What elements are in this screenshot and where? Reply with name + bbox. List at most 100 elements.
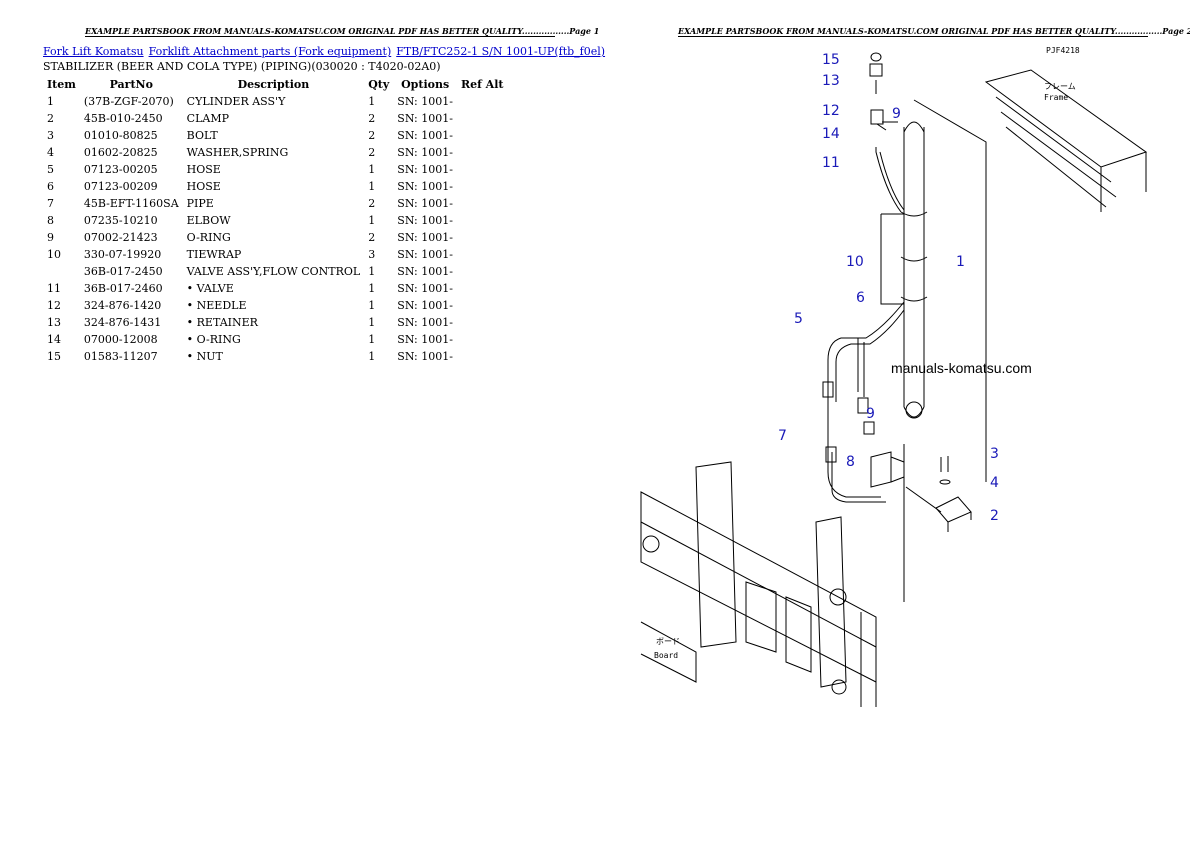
item-cell: 13	[47, 316, 61, 329]
qty-cell: 1	[368, 299, 376, 312]
page-2-header-rule	[678, 36, 1148, 37]
column-header-item: Item	[47, 78, 76, 91]
qty-cell: 2	[368, 146, 376, 159]
item-cell: 5	[47, 163, 54, 176]
partno-cell: 01583-11207	[83, 350, 158, 363]
qty-cell: 2	[368, 197, 376, 210]
column-header-description: Description	[237, 78, 310, 91]
item-cell: 1	[47, 95, 54, 108]
cylinder-body	[903, 127, 925, 407]
description-cell: ELBOW	[186, 214, 231, 227]
item-cell: 8	[47, 214, 54, 227]
description-cell: TIEWRAP	[186, 248, 242, 261]
qty-cell: 2	[368, 112, 376, 125]
ref-alt-cell	[457, 127, 508, 144]
qty-cell: 1	[368, 333, 376, 346]
qty-cell: 1	[368, 316, 376, 329]
item-cell: 15	[47, 350, 61, 363]
table-row: 2 45B-010-2450 CLAMP 2 SN: 1001-	[43, 110, 507, 127]
callout-15: 15	[822, 52, 840, 68]
column-header-ref-alt: Ref Alt	[460, 78, 504, 91]
exploded-parts-diagram: PJF4218 フレーム Frame ボード Board manuals-kom…	[640, 46, 1148, 707]
item-cell	[43, 263, 80, 280]
diagram-code: PJF4218	[1046, 46, 1080, 55]
options-cell: SN: 1001-	[397, 231, 453, 244]
callout-14: 14	[822, 126, 840, 142]
qty-cell: 2	[368, 231, 376, 244]
item-cell: 14	[47, 333, 61, 346]
callout-6: 6	[856, 290, 865, 306]
ref-alt-cell	[457, 178, 508, 195]
board-label: Board	[654, 651, 678, 660]
ref-alt-cell	[457, 110, 508, 127]
ref-alt-cell	[457, 331, 508, 348]
qty-cell: 3	[368, 248, 376, 261]
callout-9-lower: 9	[866, 406, 875, 422]
partno-cell: 01010-80825	[83, 129, 158, 142]
partno-cell: 07123-00209	[83, 180, 158, 193]
description-cell: CYLINDER ASS'Y	[186, 95, 286, 108]
description-cell: CLAMP	[186, 112, 229, 125]
callout-4: 4	[990, 475, 999, 491]
options-cell: SN: 1001-	[397, 333, 453, 346]
breadcrumb-link-fork-lift[interactable]: Fork Lift Komatsu	[43, 45, 144, 58]
description-cell: O-RING	[186, 231, 231, 244]
ref-alt-cell	[457, 263, 508, 280]
qty-cell: 1	[368, 282, 376, 295]
partno-cell: 324-876-1420	[83, 299, 162, 312]
partno-cell: 07235-10210	[83, 214, 158, 227]
description-cell: • O-RING	[186, 333, 241, 346]
callout-7: 7	[778, 428, 787, 444]
section-title: STABILIZER (BEER AND COLA TYPE) (PIPING)…	[43, 60, 441, 73]
description-cell: WASHER,SPRING	[186, 146, 289, 159]
description-cell: • NEEDLE	[186, 299, 247, 312]
qty-cell: 1	[368, 95, 376, 108]
options-cell: SN: 1001-	[397, 146, 453, 159]
partno-cell: (37B-ZGF-2070)	[83, 95, 174, 108]
callout-12: 12	[822, 103, 840, 119]
ref-alt-cell	[457, 280, 508, 297]
callout-5: 5	[794, 311, 803, 327]
ref-alt-cell	[457, 212, 508, 229]
item-cell: 10	[47, 248, 61, 261]
ref-alt-cell	[457, 144, 508, 161]
partno-cell: 07000-12008	[83, 333, 158, 346]
item-cell: 2	[47, 112, 54, 125]
options-cell: SN: 1001-	[397, 129, 453, 142]
item-cell: 12	[47, 299, 61, 312]
column-header-options: Options	[401, 78, 450, 91]
partno-cell: 45B-010-2450	[83, 112, 163, 125]
ref-alt-cell	[457, 229, 508, 246]
breadcrumb-link-attachment-parts[interactable]: Forklift Attachment parts (Fork equipmen…	[148, 45, 392, 58]
parts-table: Item PartNo Description Qty Options Ref …	[43, 76, 507, 365]
partno-cell: 07002-21423	[83, 231, 158, 244]
options-cell: SN: 1001-	[397, 112, 453, 125]
options-cell: SN: 1001-	[397, 214, 453, 227]
item-cell: 6	[47, 180, 54, 193]
qty-cell: 2	[368, 129, 376, 142]
options-cell: SN: 1001-	[397, 265, 453, 278]
ref-alt-cell	[457, 348, 508, 365]
ref-alt-cell	[457, 297, 508, 314]
options-cell: SN: 1001-	[397, 316, 453, 329]
callout-11: 11	[822, 155, 840, 171]
ref-alt-cell	[457, 314, 508, 331]
ref-alt-cell	[457, 161, 508, 178]
partno-cell: 36B-017-2450	[83, 265, 163, 278]
watermark-text: manuals-komatsu.com	[891, 360, 1032, 376]
options-cell: SN: 1001-	[397, 282, 453, 295]
ref-alt-cell	[457, 93, 508, 110]
qty-cell: 1	[368, 214, 376, 227]
partno-cell: 330-07-19920	[83, 248, 162, 261]
breadcrumb-link-model[interactable]: FTB/FTC252-1 S/N 1001-UP(ftb_f0el)	[396, 45, 606, 58]
description-cell: HOSE	[186, 180, 221, 193]
ref-alt-cell	[457, 195, 508, 212]
callout-10: 10	[846, 254, 864, 270]
frame-label-jp: フレーム	[1044, 82, 1076, 91]
